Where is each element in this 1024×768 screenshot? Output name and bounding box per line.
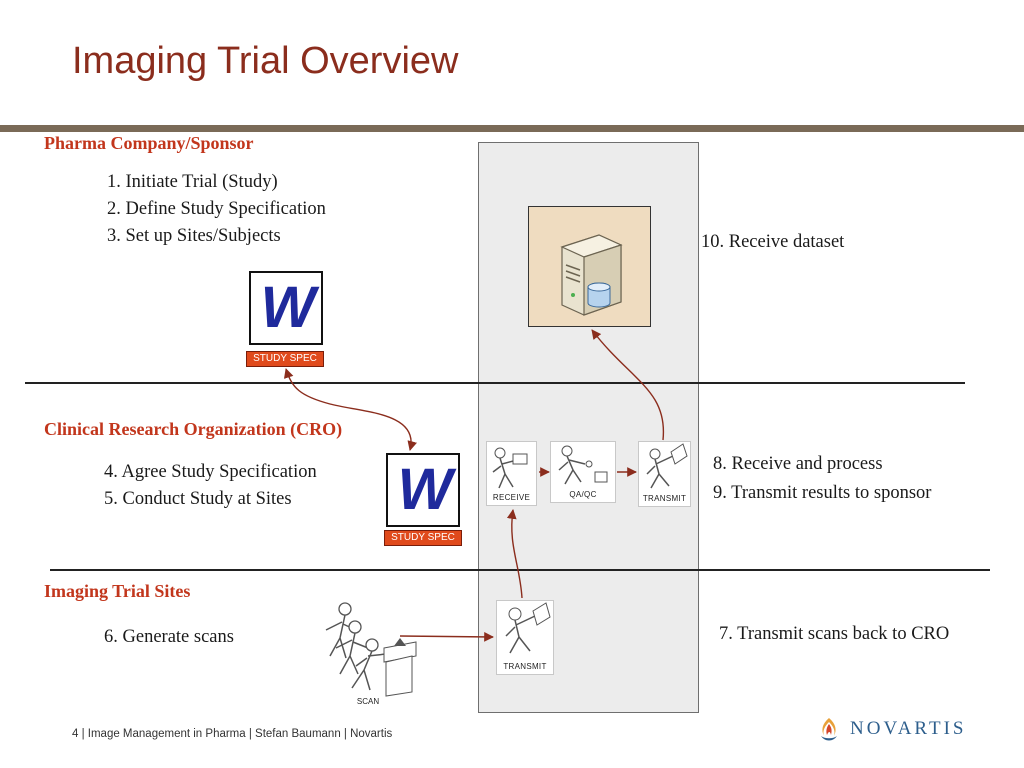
word-doc-letter: W xyxy=(397,457,453,522)
cro-steps: 4. Agree Study Specification 5. Conduct … xyxy=(104,459,317,513)
server-database-icon xyxy=(528,206,651,327)
cro-step-5: 5. Conduct Study at Sites xyxy=(104,489,292,509)
study-spec-tag: STUDY SPEC xyxy=(246,351,324,367)
slide-title: Imaging Trial Overview xyxy=(72,40,459,82)
sponsor-step-3: 3. Set up Sites/Subjects xyxy=(107,226,281,246)
word-doc-letter: W xyxy=(260,275,316,340)
receive-figure-icon xyxy=(492,447,528,489)
server-icon xyxy=(560,234,623,316)
cro-study-spec-tag: STUDY SPEC xyxy=(384,530,462,546)
receive-label: RECEIVE xyxy=(492,493,531,502)
sponsor-receive-note: 10. Receive dataset xyxy=(701,232,845,252)
arrow-transmit-to-server xyxy=(591,329,665,441)
title-rule xyxy=(0,125,1024,132)
sponsor-step-1: 1. Initiate Trial (Study) xyxy=(107,172,278,192)
flame-logo-icon xyxy=(821,718,837,741)
sites-note-7: 7. Transmit scans back to CRO xyxy=(719,624,950,644)
sponsor-heading: Pharma Company/Sponsor xyxy=(44,133,254,153)
separator-sponsor-cro xyxy=(25,382,965,384)
cro-note-9: 9. Transmit results to sponsor xyxy=(713,483,932,503)
footer-text: 4 | Image Management in Pharma | Stefan … xyxy=(72,728,393,740)
separator-cro-sites xyxy=(50,569,990,571)
cro-heading: Clinical Research Organization (CRO) xyxy=(44,419,343,439)
site-transmit-card: TRANSMIT xyxy=(496,600,554,675)
qaqc-label: QA/QC xyxy=(569,490,597,499)
cro-study-spec-document-icon: W xyxy=(386,453,460,527)
transmit-figure-icon xyxy=(646,443,688,489)
sites-step-6: 6. Generate scans xyxy=(104,627,234,647)
cro-note-8: 8. Receive and process xyxy=(713,454,883,474)
cro-transmit-card: TRANSMIT xyxy=(638,441,691,507)
novartis-logo: NOVARTIS xyxy=(818,716,966,742)
cro-step-4: 4. Agree Study Specification xyxy=(104,462,317,482)
site-transmit-figure-icon xyxy=(505,602,551,654)
scan-figures-icon xyxy=(325,602,417,697)
scan-label: SCAN xyxy=(356,697,380,706)
arrow-study-spec-exchange xyxy=(283,368,417,451)
arrow-transmit-to-receive xyxy=(506,509,523,599)
receive-card: RECEIVE xyxy=(486,441,537,506)
qaqc-figure-icon xyxy=(558,445,608,485)
arrow-scan-to-transmit xyxy=(399,632,494,642)
study-spec-document-icon: W xyxy=(249,271,323,345)
qaqc-card: QA/QC xyxy=(550,441,616,503)
sites-heading: Imaging Trial Sites xyxy=(44,581,191,601)
cro-notes: 8. Receive and process 9. Transmit resul… xyxy=(713,450,931,508)
sponsor-step-2: 2. Define Study Specification xyxy=(107,199,326,219)
cro-transmit-label: TRANSMIT xyxy=(642,494,687,503)
scan-group: SCAN xyxy=(312,600,424,710)
logo-wordmark: NOVARTIS xyxy=(850,718,967,739)
sponsor-steps: 1. Initiate Trial (Study) 2. Define Stud… xyxy=(107,169,326,250)
site-transmit-label: TRANSMIT xyxy=(503,662,547,671)
